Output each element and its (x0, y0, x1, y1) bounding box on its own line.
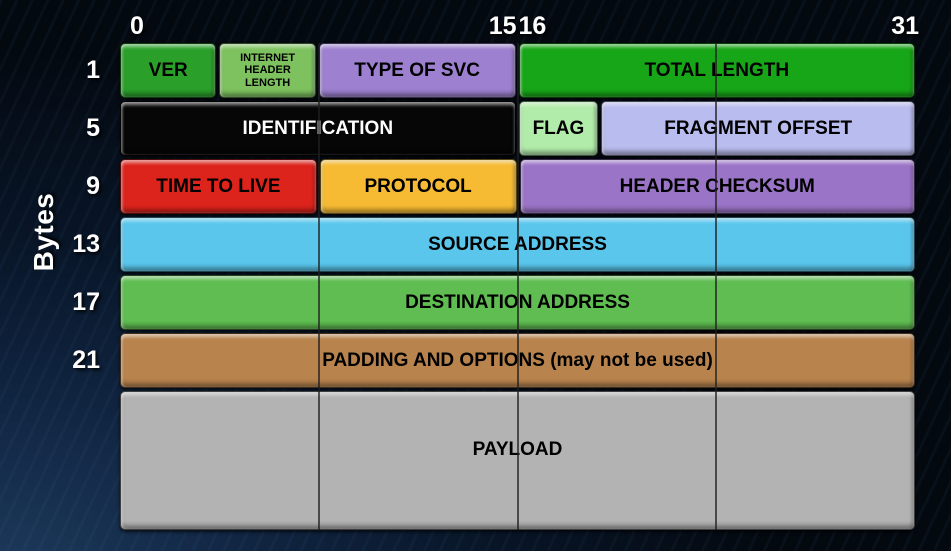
field-protocol: PROTOCOL (319, 159, 517, 214)
bit-axis: 0 15 16 31 (120, 10, 919, 43)
byte-label-21: 21 (72, 346, 100, 374)
field-rows: VER INTERNET HEADER LENGTH TYPE OF SVC T… (120, 43, 915, 530)
row-bytes-9: TIME TO LIVE PROTOCOL HEADER CHECKSUM (120, 159, 915, 214)
field-ver: VER (120, 43, 217, 98)
field-header-checksum: HEADER CHECKSUM (519, 159, 915, 214)
ipv4-header-diagram: 1 5 9 13 17 21 0 15 16 31 VER INTERNET H… (0, 10, 919, 530)
field-padding-and-options: PADDING AND OPTIONS (may not be used) (120, 333, 915, 388)
field-fragment-offset: FRAGMENT OFFSET (601, 101, 915, 156)
bit-label-15: 15 (488, 12, 517, 40)
row-bytes-1: VER INTERNET HEADER LENGTH TYPE OF SVC T… (120, 43, 915, 98)
row-payload: PAYLOAD (120, 391, 915, 530)
row-bytes-17: DESTINATION ADDRESS (120, 275, 915, 330)
row-bytes-5: IDENTIFICATION FLAG FRAGMENT OFFSET (120, 101, 915, 156)
field-flag: FLAG (518, 101, 599, 156)
row-bytes-21: PADDING AND OPTIONS (may not be used) (120, 333, 915, 388)
byte-axis: 1 5 9 13 17 21 (0, 10, 120, 530)
field-time-to-live: TIME TO LIVE (120, 159, 317, 214)
byte-label-17: 17 (72, 288, 100, 316)
row-bytes-13: SOURCE ADDRESS (120, 217, 915, 272)
bit-label-0: 0 (130, 12, 144, 40)
field-destination-address: DESTINATION ADDRESS (120, 275, 915, 330)
field-payload: PAYLOAD (120, 391, 915, 530)
byte-label-1: 1 (86, 56, 100, 84)
byte-label-5: 5 (86, 114, 100, 142)
header-table: 0 15 16 31 VER INTERNET HEADER LENGTH TY… (120, 10, 919, 530)
byte-label-13: 13 (72, 230, 100, 258)
bit-label-31: 31 (891, 12, 919, 40)
byte-label-9: 9 (86, 172, 100, 200)
bit-label-16: 16 (518, 12, 547, 40)
field-internet-header-length: INTERNET HEADER LENGTH (219, 43, 316, 98)
field-total-length: TOTAL LENGTH (518, 43, 915, 98)
field-identification: IDENTIFICATION (120, 101, 516, 156)
field-source-address: SOURCE ADDRESS (120, 217, 915, 272)
field-type-of-svc: TYPE OF SVC (318, 43, 516, 98)
